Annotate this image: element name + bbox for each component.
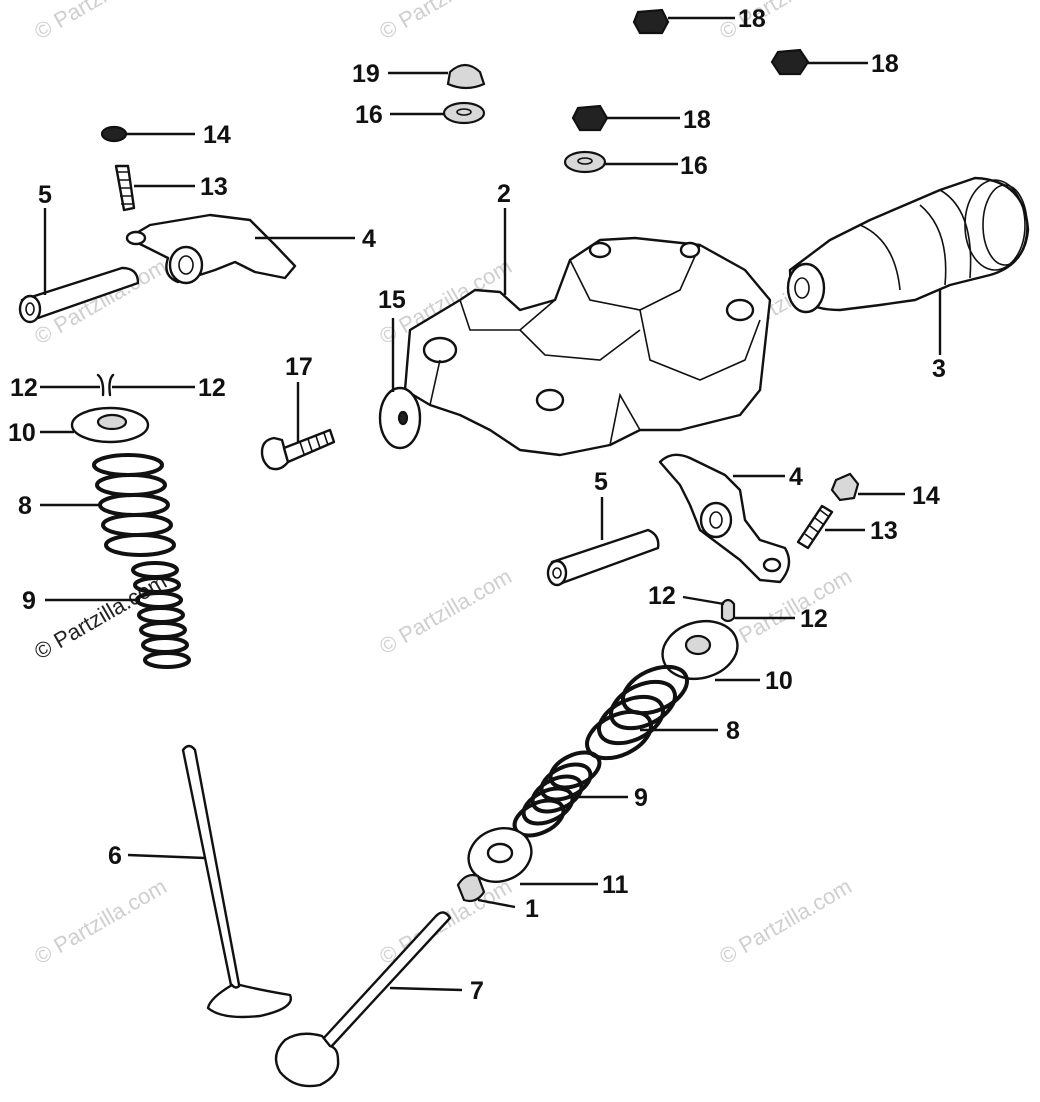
callout-18: 18 (683, 106, 711, 134)
callout-9: 9 (22, 587, 36, 615)
callout-5: 5 (594, 468, 608, 496)
callout-9: 9 (634, 784, 648, 812)
callout-16: 16 (355, 101, 383, 129)
callout-6: 6 (108, 842, 122, 870)
callout-4: 4 (362, 225, 376, 253)
callout-5: 5 (38, 181, 52, 209)
callout-11: 11 (602, 871, 629, 899)
callout-7: 7 (470, 977, 484, 1005)
valve-part-6 (181, 744, 293, 1019)
callout-18: 18 (871, 50, 899, 78)
callout-2: 2 (497, 180, 511, 208)
callout-18: 18 (738, 5, 766, 33)
leader-lines (40, 16, 942, 992)
adjuster-nut-part-14-left (100, 125, 128, 143)
adjusting-screw-part-13-left (114, 164, 136, 212)
stem-seal-part-1 (456, 873, 486, 903)
watermark: © Partzilla.com (30, 0, 171, 44)
valve-part-7 (274, 911, 452, 1088)
bolt-part-17 (260, 428, 336, 471)
callout-13: 13 (200, 173, 228, 201)
outer-spring-part-8-left (92, 453, 176, 557)
rocker-arm-part-4-right (658, 453, 791, 584)
callout-8: 8 (18, 492, 32, 520)
cotter-part-12-left (96, 373, 115, 397)
callout-14: 14 (203, 121, 231, 149)
callout-12: 12 (10, 374, 38, 402)
rocker-shaft-part-5-right (546, 528, 660, 587)
callout-19: 19 (352, 60, 380, 88)
callout-1: 1 (525, 895, 539, 923)
callout-13: 13 (870, 517, 898, 545)
nut-part-18-top (571, 8, 810, 132)
watermark: © Partzilla.com (375, 0, 516, 44)
callout-12: 12 (648, 582, 676, 610)
watermark: © Partzilla.com (30, 874, 171, 970)
callout-17: 17 (285, 353, 313, 381)
spring-retainer-part-10-left (70, 406, 150, 444)
camshaft-part-3 (786, 176, 1030, 314)
camshaft-holder-part-2 (403, 236, 772, 457)
callout-4: 4 (789, 463, 803, 491)
callout-16: 16 (680, 152, 708, 180)
spring-retainer-part-10-right (661, 620, 739, 680)
callout-8: 8 (726, 717, 740, 745)
rocker-arm-part-4-left (125, 213, 297, 285)
rocker-shaft-part-5-left (18, 266, 140, 324)
cotter-part-12-right (720, 598, 736, 623)
adjuster-nut-part-14-right (830, 472, 860, 502)
watermark: © Partzilla.com (715, 0, 856, 44)
inner-spring-part-9-left (131, 561, 191, 669)
watermark: © Partzilla.com (375, 564, 516, 660)
spring-seat-part-11 (467, 827, 533, 883)
inner-spring-part-9-right (512, 750, 602, 838)
callout-14: 14 (912, 482, 940, 510)
callout-15: 15 (378, 286, 406, 314)
adjusting-screw-part-13-right (796, 504, 834, 550)
callout-12: 12 (198, 374, 226, 402)
watermark: © Partzilla.com (715, 874, 856, 970)
washer-part-15 (378, 386, 422, 450)
acorn-nut-part-19 (446, 63, 486, 90)
callout-10: 10 (8, 419, 36, 447)
callout-3: 3 (932, 355, 946, 383)
outer-spring-part-8-right (585, 664, 689, 761)
callout-labels: 18 18 18 19 16 16 14 13 5 4 2 3 15 17 12… (8, 5, 946, 1005)
callout-12: 12 (800, 605, 828, 633)
callout-10: 10 (765, 667, 793, 695)
